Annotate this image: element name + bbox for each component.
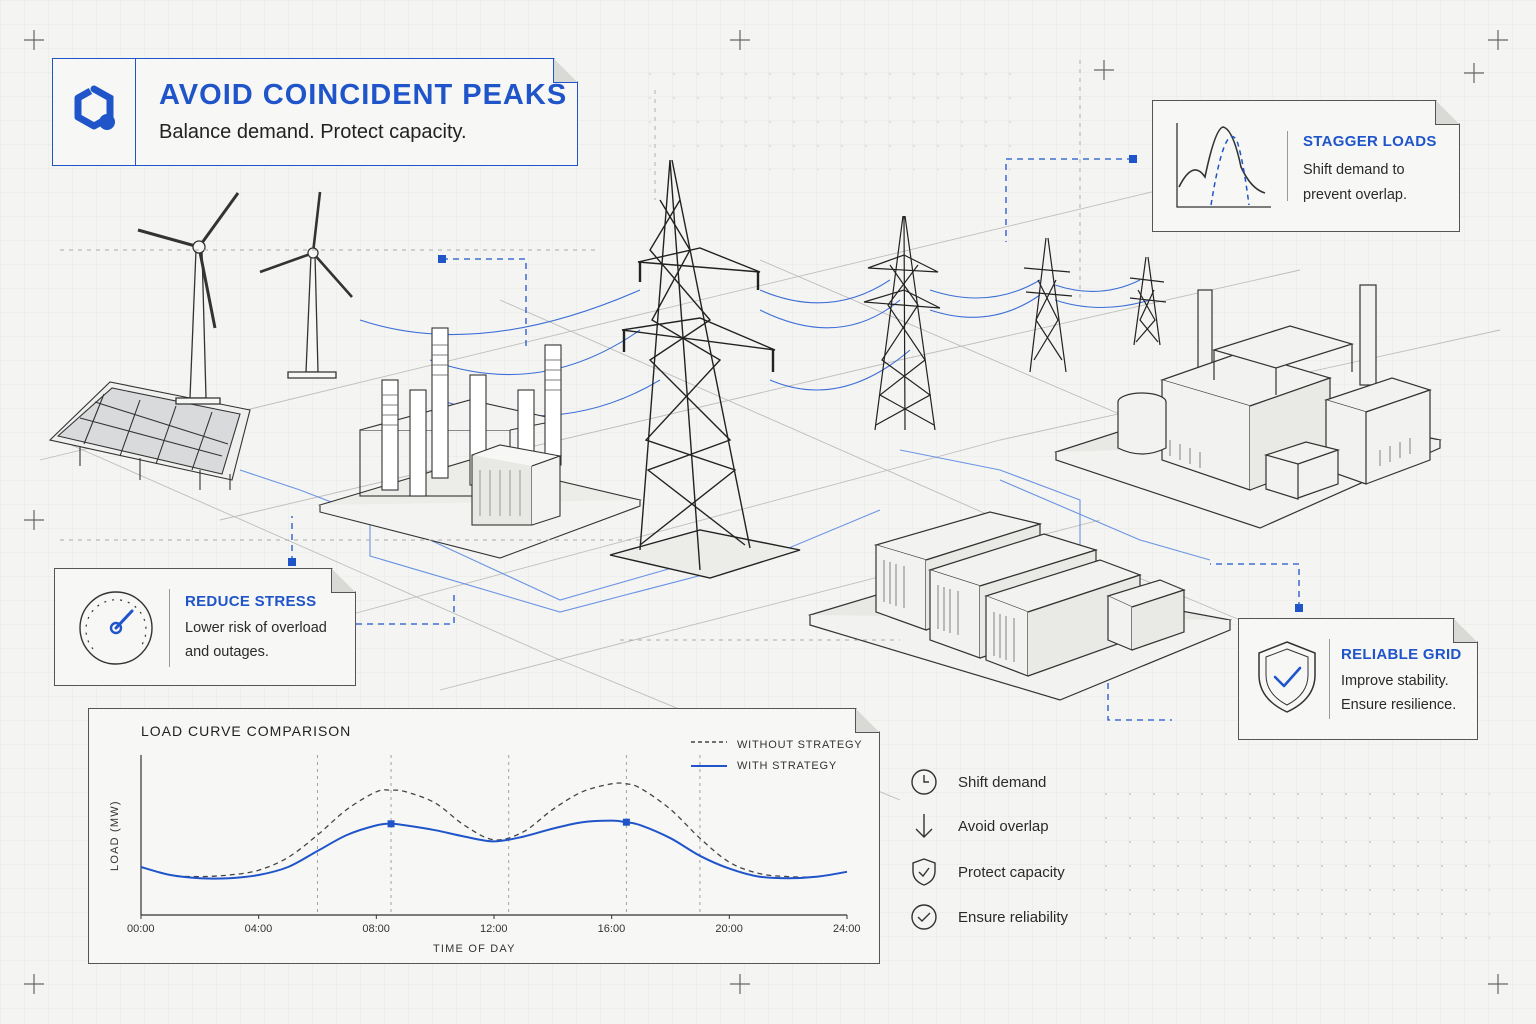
legend-with-strategy: WITH STRATEGY: [737, 760, 838, 772]
substation: [317, 327, 642, 559]
transmission-towers-distant: [863, 215, 1167, 431]
x-axis-label: TIME OF DAY: [433, 943, 516, 955]
x-tick-label: 16:00: [597, 923, 626, 935]
solar-panel-array: [48, 381, 251, 490]
legend-dashed-swatch: [691, 740, 727, 744]
reliable-grid-title: RELIABLE GRID: [1341, 646, 1462, 663]
x-tick-label: 12:00: [480, 923, 508, 935]
reduce-stress-card: REDUCE STRESS Lower risk of overload and…: [54, 568, 356, 686]
checklist-item-ensure-reliability: Ensure reliability: [958, 909, 1069, 926]
power-plant: [1054, 284, 1442, 529]
page-title: AVOID COINCIDENT PEAKS: [159, 79, 568, 111]
gauge-icon: [75, 587, 157, 669]
y-axis-label: LOAD (MW): [109, 800, 121, 871]
reliable-grid-line2: Ensure resilience.: [1341, 697, 1457, 713]
x-tick-label: 00:00: [127, 923, 155, 935]
checklist-item-protect-capacity: Protect capacity: [958, 864, 1065, 881]
title-card: AVOID COINCIDENT PEAKS Balance demand. P…: [52, 58, 578, 166]
x-tick-label: 04:00: [244, 923, 273, 935]
load-curve-plot: [89, 709, 879, 963]
staggered-peaks-icon: [1171, 119, 1271, 211]
stagger-loads-line1: Shift demand to: [1303, 162, 1405, 178]
series-with-strategy-line: [141, 821, 847, 879]
chart-title: LOAD CURVE COMPARISON: [141, 723, 352, 739]
transmission-tower-main: [609, 159, 801, 579]
reduce-stress-title: REDUCE STRESS: [185, 593, 317, 610]
reliable-grid-line1: Improve stability.: [1341, 673, 1449, 689]
reduce-stress-line1: Lower risk of overload: [185, 620, 327, 636]
clock-icon: [911, 769, 937, 795]
page-subtitle: Balance demand. Protect capacity.: [159, 121, 467, 143]
chart-axes: [141, 755, 847, 915]
wind-turbines: [137, 191, 353, 405]
peak-marker: [388, 820, 395, 827]
x-tick-label: 20:00: [715, 923, 743, 935]
shield-check-icon: [1255, 639, 1319, 715]
series-without-strategy-line: [141, 783, 847, 877]
arrow-down-icon: [915, 814, 933, 838]
reduce-stress-line2: and outages.: [185, 644, 269, 660]
registration-marks: [24, 30, 1508, 994]
legend-solid-swatch: [691, 764, 727, 768]
x-tick-label: 08:00: [362, 923, 390, 935]
checklist-item-shift-demand: Shift demand: [958, 774, 1047, 791]
x-tick-label: 24:00: [833, 923, 861, 935]
grid-logo-icon: [53, 59, 135, 163]
battery-storage: [807, 511, 1233, 701]
check-circle-icon: [911, 904, 937, 930]
legend-without-strategy: WITHOUT STRATEGY: [737, 739, 863, 751]
peak-marker: [623, 819, 630, 826]
stagger-loads-title: STAGGER LOADS: [1303, 133, 1437, 150]
logo-column: [53, 59, 136, 165]
load-curve-chart-card: LOAD CURVE COMPARISON WITHOUT STRATEGY W…: [88, 708, 880, 964]
shield-check-icon: [912, 858, 936, 886]
reliable-grid-card: RELIABLE GRID Improve stability. Ensure …: [1238, 618, 1478, 740]
stagger-loads-card: STAGGER LOADS Shift demand to prevent ov…: [1152, 100, 1460, 232]
stagger-loads-line2: prevent overlap.: [1303, 187, 1407, 203]
checklist-item-avoid-overlap: Avoid overlap: [958, 818, 1049, 835]
